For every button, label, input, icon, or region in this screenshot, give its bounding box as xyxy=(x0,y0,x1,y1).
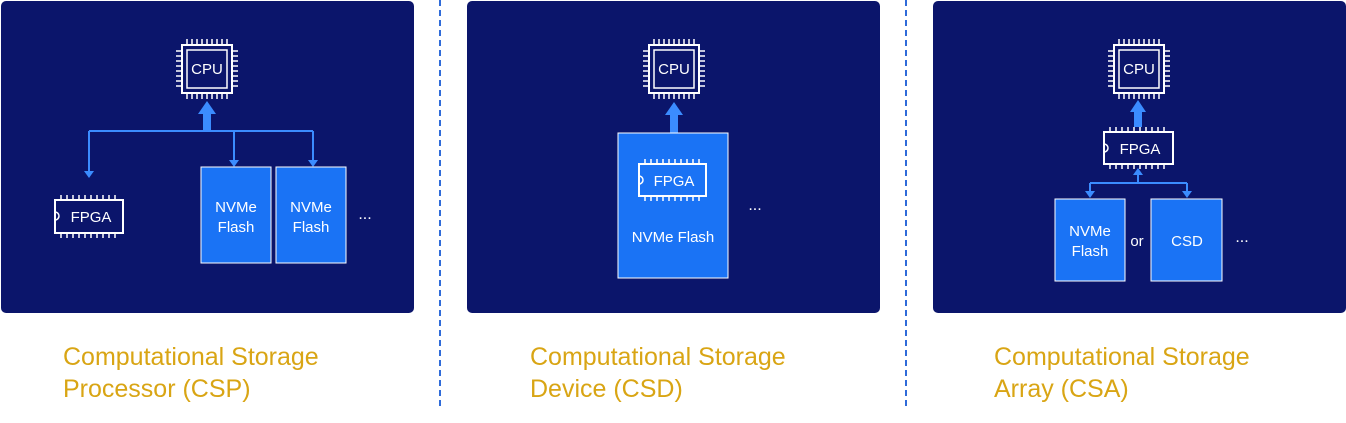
nvme-flash-box xyxy=(200,166,272,264)
nvme-flash-box xyxy=(1054,198,1126,282)
cpu-chip-icon xyxy=(176,39,238,99)
cpu-label: CPU xyxy=(658,61,690,78)
csp-diagram: CPU FPGA NVMe Flash xyxy=(54,39,372,264)
caption-line-1: Computational Storage xyxy=(63,343,319,371)
fpga-label: FPGA xyxy=(654,173,695,190)
nvme-flash-label-line1: NVMe xyxy=(290,199,332,216)
nvme-flash-label-line2: Flash xyxy=(1072,243,1109,260)
bus-lines xyxy=(88,130,314,173)
caption-line-2: Array (CSA) xyxy=(994,375,1129,403)
ellipsis: ... xyxy=(1235,229,1248,246)
bus-lines xyxy=(1089,173,1188,193)
csd-diagram: CPU FPGA NVMe Flash ... xyxy=(617,39,762,279)
csa-caption: Computational Storage Array (CSA) xyxy=(994,341,1346,405)
up-arrow-icon xyxy=(665,102,683,133)
ellipsis: ... xyxy=(358,206,371,223)
divider-2 xyxy=(905,0,907,406)
fpga-chip-icon xyxy=(54,195,124,238)
up-arrow-icon xyxy=(1130,100,1146,127)
csa-panel: CPU FPGA NVMe Flash or CSD xyxy=(933,1,1346,313)
caption-line-2: Device (CSD) xyxy=(530,375,683,403)
cpu-label: CPU xyxy=(1123,61,1155,78)
csp-caption: Computational Storage Processor (CSP) xyxy=(63,341,423,405)
csp-panel: CPU FPGA NVMe Flash xyxy=(1,1,414,313)
fpga-label: FPGA xyxy=(1120,141,1161,158)
nvme-flash-label-line2: Flash xyxy=(293,219,330,236)
arrow-heads xyxy=(84,160,318,178)
csa-diagram: CPU FPGA NVMe Flash or CSD xyxy=(1054,39,1249,282)
fpga-label: FPGA xyxy=(71,209,112,226)
caption-line-1: Computational Storage xyxy=(994,343,1250,371)
cpu-chip-icon xyxy=(1108,39,1170,99)
nvme-flash-label-line1: NVMe xyxy=(1069,223,1111,240)
up-arrow-icon xyxy=(198,101,216,131)
nvme-flash-label: NVMe Flash xyxy=(632,229,715,246)
or-label: or xyxy=(1130,233,1143,250)
csd-box xyxy=(1150,198,1223,282)
cpu-label: CPU xyxy=(191,61,223,78)
caption-line-1: Computational Storage xyxy=(530,343,786,371)
csd-caption: Computational Storage Device (CSD) xyxy=(530,341,890,405)
nvme-flash-label-line2: Flash xyxy=(218,219,255,236)
caption-line-2: Processor (CSP) xyxy=(63,375,251,403)
csd-device-box xyxy=(617,132,729,279)
csd-label: CSD xyxy=(1171,233,1203,250)
nvme-flash-box xyxy=(275,166,347,264)
divider-1 xyxy=(439,0,441,406)
arrow-heads xyxy=(1085,168,1192,198)
cpu-chip-icon xyxy=(643,39,705,99)
ellipsis: ... xyxy=(748,197,761,214)
fpga-chip-icon xyxy=(1103,127,1174,169)
csd-panel: CPU FPGA NVMe Flash ... xyxy=(467,1,880,313)
nvme-flash-label-line1: NVMe xyxy=(215,199,257,216)
fpga-chip-icon xyxy=(638,159,707,201)
